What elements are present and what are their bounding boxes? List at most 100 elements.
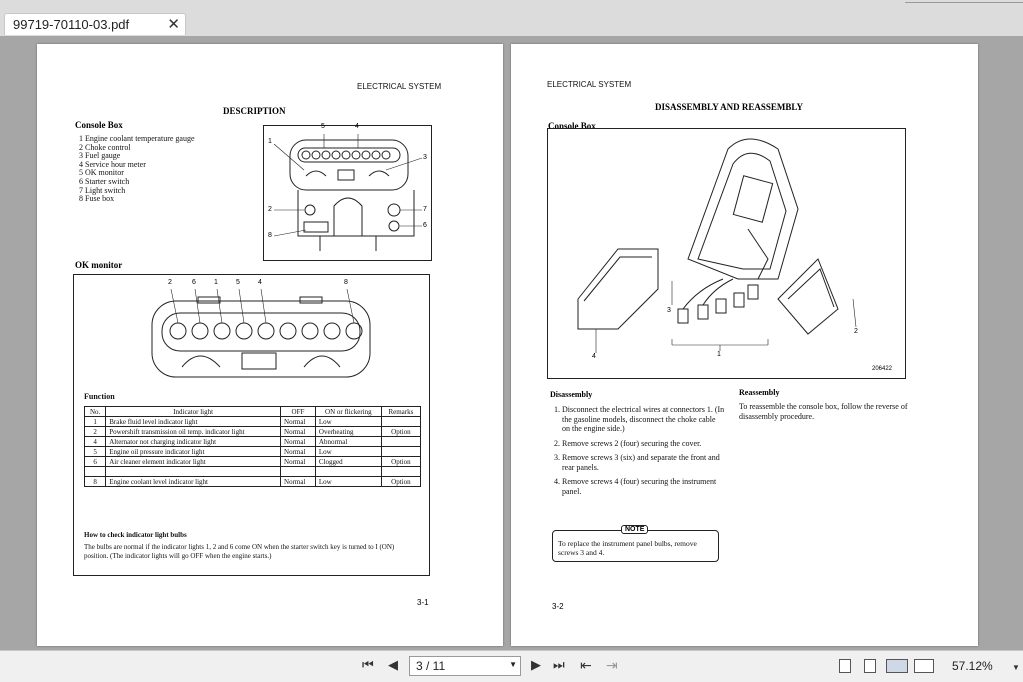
page-display: 3 / 11: [416, 659, 446, 673]
table-cell: Low: [314, 476, 382, 487]
disassembly-step: Remove screws 4 (four) securing the inst…: [562, 477, 725, 496]
page-header: ELECTRICAL SYSTEM: [547, 80, 632, 89]
ok-monitor-drawing: [151, 288, 371, 378]
table-cell: 2: [83, 426, 107, 437]
previous-page-icon[interactable]: ◀: [388, 658, 398, 673]
how-to-text: The bulbs are normal if the indicator li…: [84, 543, 395, 560]
table-header: No.: [83, 406, 107, 417]
tab-title: 99719-70110-03.pdf: [13, 17, 130, 32]
first-page-icon[interactable]: ⏮: [362, 658, 374, 673]
table-cell: Option: [380, 476, 422, 487]
zoom-level[interactable]: 57.12%: [952, 659, 993, 673]
legend-item: 4 Service hour meter: [79, 159, 146, 169]
function-label: Function: [84, 392, 115, 401]
callout: 2: [268, 206, 272, 213]
table-cell: Normal: [280, 446, 316, 457]
single-page-icon[interactable]: [839, 659, 851, 673]
chevron-down-icon[interactable]: ▼: [509, 660, 517, 669]
table-cell: Brake fluid level indicator light: [105, 416, 282, 427]
callout: 5: [236, 279, 240, 286]
callout: 3: [423, 154, 427, 161]
status-bar: ⏮ ◀ 3 / 11 ▼ ▶ ⏭ ⇤ ⇥ 57.12% ▼: [0, 650, 1023, 682]
continuous-page-icon[interactable]: [864, 659, 876, 673]
legend-item: 3 Fuel gauge: [79, 151, 121, 161]
table-cell: 4: [83, 436, 107, 447]
continuous-facing-icon[interactable]: [914, 659, 934, 673]
page-title: DESCRIPTION: [223, 106, 286, 116]
note-label: NOTE: [621, 525, 649, 534]
page-3-1: ELECTRICAL SYSTEM DESCRIPTION Console Bo…: [37, 44, 503, 646]
callout: 3: [667, 307, 671, 314]
table-cell: Normal: [280, 456, 316, 467]
console-box-heading: Console Box: [75, 120, 123, 130]
note-box: NOTE To replace the instrument panel bul…: [552, 525, 719, 562]
reassembly-text: To reassemble the console box, follow th…: [739, 402, 908, 421]
table-cell: Overheating: [314, 426, 382, 437]
close-icon[interactable]: ✕: [167, 16, 180, 33]
console-box-figure: 5 4 1 3 2 7 8 6: [263, 123, 432, 261]
disassembly-step: Remove screws 2 (four) securing the cove…: [562, 439, 725, 449]
callout: 4: [355, 123, 359, 130]
note-text: To replace the instrument panel bulbs, r…: [558, 539, 697, 557]
table-cell: [105, 466, 282, 477]
callout: 4: [592, 353, 596, 360]
page-3-2: ELECTRICAL SYSTEM DISASSEMBLY AND REASSE…: [511, 44, 978, 646]
table-cell: Option: [380, 456, 422, 467]
table-cell: Engine coolant level indicator light: [105, 476, 282, 487]
page-number-input[interactable]: 3 / 11 ▼: [409, 656, 521, 676]
callout: 5: [321, 123, 325, 130]
exploded-view-drawing: [577, 138, 857, 353]
table-cell: [280, 466, 316, 477]
document-tab[interactable]: 99719-70110-03.pdf ✕: [4, 13, 186, 35]
how-to-heading: How to check indicator light bulbs: [84, 531, 187, 539]
table-cell: 5: [83, 446, 107, 457]
table-cell: [314, 466, 382, 477]
table-cell: Normal: [280, 476, 316, 487]
table-cell: Abnormal: [314, 436, 382, 447]
back-view-icon[interactable]: ⇤: [580, 658, 592, 674]
table-header: ON or flickering: [314, 406, 382, 417]
callout: 1: [214, 279, 218, 286]
callout: 4: [258, 279, 262, 286]
figure-code: 206422: [872, 366, 893, 372]
console-box-heading: Console Box: [548, 121, 596, 131]
table-cell: 1: [83, 416, 107, 427]
facing-pages-icon[interactable]: [886, 659, 908, 673]
legend-item: 7 Light switch: [79, 185, 126, 195]
page-number: 3-1: [417, 598, 429, 607]
table-cell: Low: [314, 416, 382, 427]
callout: 8: [344, 279, 348, 286]
callout: 2: [854, 328, 858, 335]
table-cell: Engine oil pressure indicator light: [105, 446, 282, 457]
table-cell: Low: [314, 446, 382, 457]
disassembly-heading: Disassembly: [550, 390, 593, 399]
reassembly-heading: Reassembly: [739, 388, 780, 397]
table-row: [83, 466, 422, 477]
document-viewer[interactable]: ELECTRICAL SYSTEM DESCRIPTION Console Bo…: [0, 36, 1023, 650]
callout: 1: [717, 351, 721, 358]
disassembly-step: Remove screws 3 (six) and separate the f…: [562, 453, 725, 472]
disassembly-step: Disconnect the electrical wires at conne…: [562, 405, 725, 434]
last-page-icon[interactable]: ⏭: [553, 658, 565, 673]
forward-view-icon[interactable]: ⇥: [606, 658, 618, 674]
callout: 7: [423, 206, 427, 213]
table-cell: [380, 446, 422, 457]
console-box-drawing: [273, 134, 423, 251]
page-header: ELECTRICAL SYSTEM: [357, 82, 442, 91]
table-cell: Alternator not charging indicator light: [105, 436, 282, 447]
table-cell: Normal: [280, 436, 316, 447]
legend-item: 8 Fuse box: [79, 194, 115, 204]
title-edge: [905, 0, 1023, 3]
legend-item: 2 Choke control: [79, 142, 131, 152]
next-page-icon[interactable]: ▶: [531, 658, 541, 673]
zoom-dropdown-icon[interactable]: ▼: [1012, 663, 1020, 672]
table-cell: Option: [380, 426, 422, 437]
